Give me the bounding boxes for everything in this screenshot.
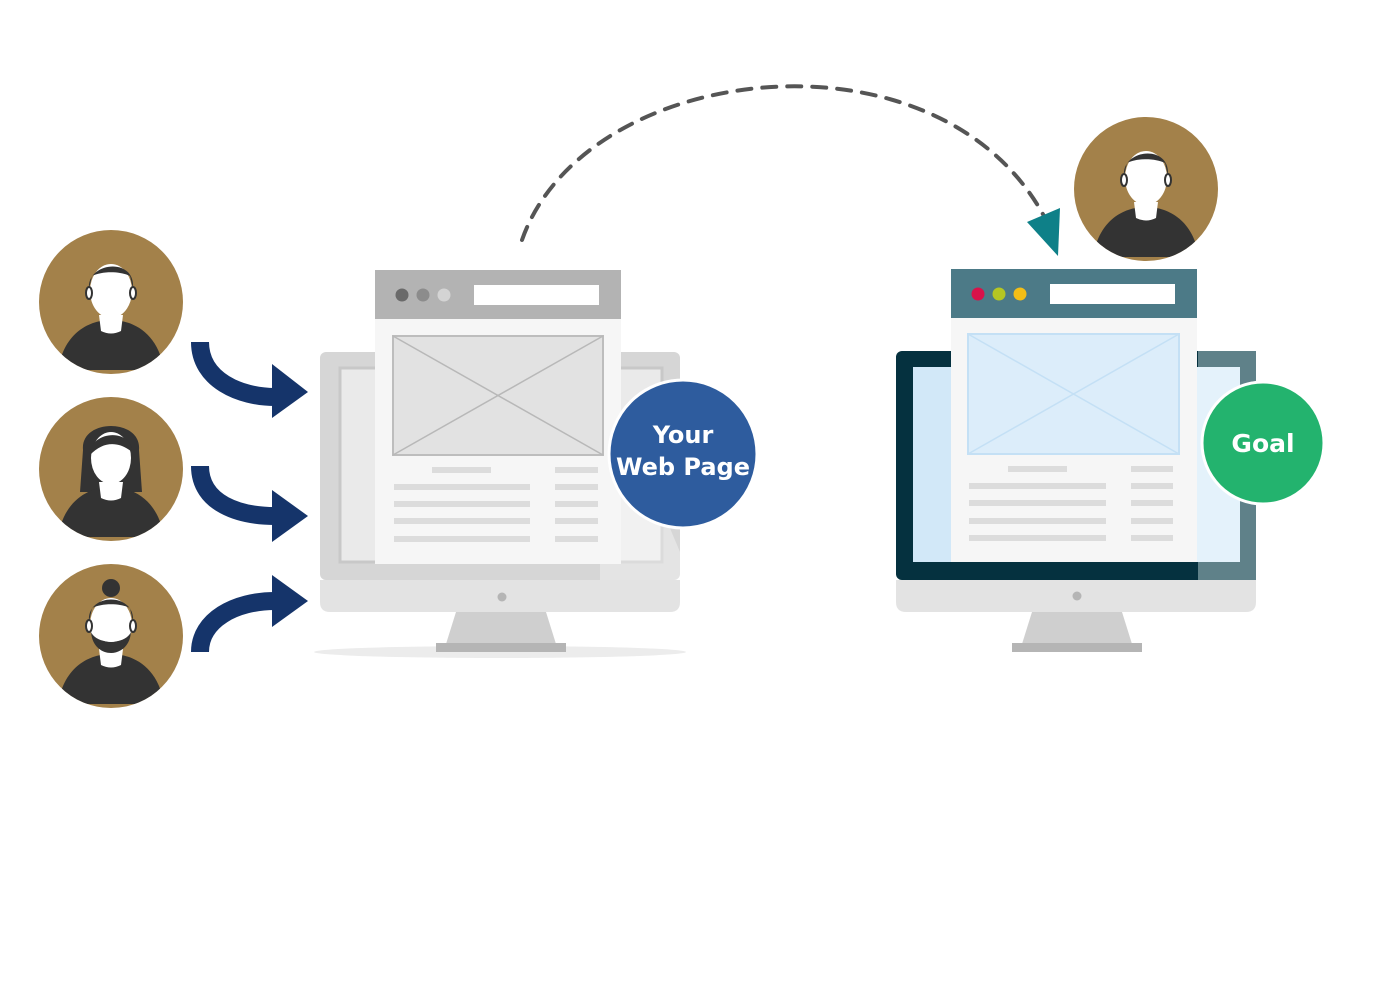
visitor-arrow-2 [191,465,308,542]
image-placeholder-icon [392,335,604,456]
goal-page-monitor [896,269,1256,652]
text-placeholder-lines [394,467,598,542]
arrow-head-icon [272,364,308,418]
visitor-arrow-1 [191,341,308,418]
dashed-arrow-head-icon [1027,208,1060,256]
visitor-arrow-3 [191,575,308,653]
visitor-avatar-3 [39,564,183,708]
dashed-transition-arrow [520,84,1060,256]
text-placeholder-lines [969,466,1173,541]
visitor-avatar-2 [39,397,183,541]
badge-label-line-2: Web Page [616,453,750,481]
goal-badge: Goal [1200,380,1326,506]
user-short-hair-icon [1093,151,1199,257]
user-short-hair-icon [58,264,164,370]
badge-label-line-1: Your [652,421,714,449]
arrow-head-icon [272,490,308,542]
goal-label: Goal [1231,429,1294,458]
converted-visitor-avatar [1074,117,1218,261]
visitor-avatar-1 [39,230,183,374]
user-long-hair-icon [58,426,164,537]
your-web-page-monitor [314,270,686,658]
your-web-page-badge: Your Web Page [607,378,759,530]
image-placeholder-icon [967,333,1180,455]
arrow-head-icon [272,575,308,627]
address-bar [1050,284,1175,304]
user-bun-beard-icon [58,579,164,704]
address-bar [474,285,599,305]
